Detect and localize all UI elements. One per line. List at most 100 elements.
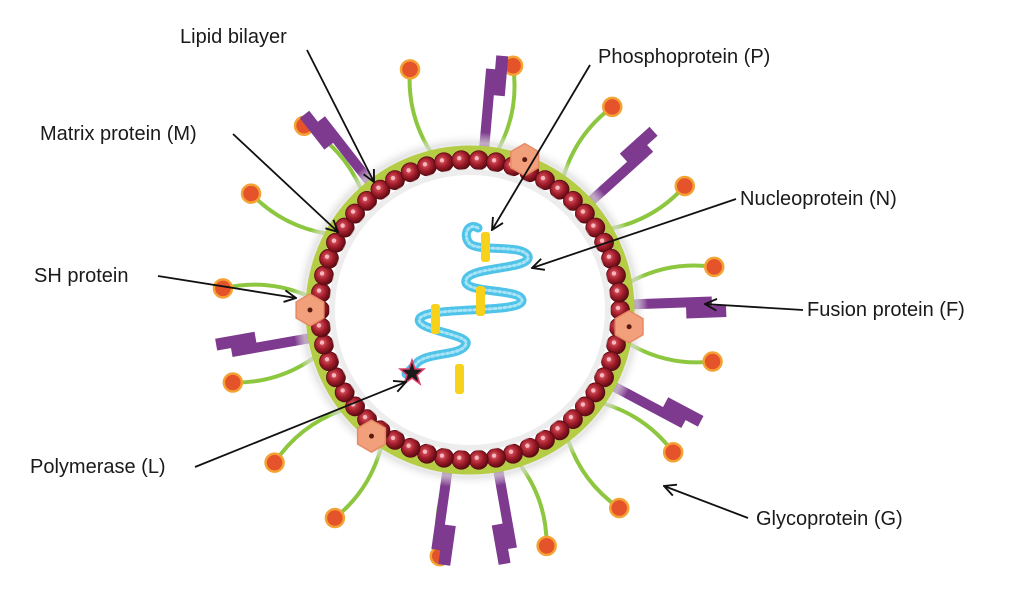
fusion-protein-stem <box>612 382 687 429</box>
matrix-protein-bead <box>434 447 454 468</box>
leader-fusion-protein <box>705 304 804 310</box>
fusion-protein-layer <box>215 55 727 566</box>
leader-phosphoprotein <box>492 64 591 230</box>
fusion-protein-stem <box>493 470 517 550</box>
fusion-protein <box>215 331 310 357</box>
label-matrix-protein: Matrix protein (M) <box>40 123 197 145</box>
matrix-protein-bead-highlight <box>331 373 337 378</box>
matrix-protein-bead <box>606 265 626 286</box>
matrix-protein-bead <box>549 420 570 441</box>
leader-lines <box>157 49 804 519</box>
matrix-protein-bead-highlight <box>362 414 368 420</box>
glycoprotein-head <box>703 256 725 278</box>
matrix-protein-bead <box>585 382 606 403</box>
matrix-protein-bead-highlight <box>390 435 396 441</box>
fusion-protein-head <box>215 331 257 351</box>
glycoprotein-head <box>264 452 285 473</box>
matrix-protein-bead <box>535 170 555 190</box>
fusion-protein <box>491 470 517 565</box>
matrix-protein-bead-highlight <box>406 443 411 448</box>
nucleocapsid <box>397 222 533 394</box>
matrix-protein-bead-highlight <box>491 453 497 458</box>
fusion-protein-head <box>299 110 334 150</box>
glycoprotein-head <box>240 183 262 204</box>
fusion-protein-head <box>686 305 727 319</box>
matrix-protein-bead-highlight <box>606 357 612 362</box>
leader-lipid-bilayer <box>306 49 374 182</box>
matrix-protein-bead <box>357 190 377 211</box>
matrix-protein-bead <box>549 179 570 200</box>
matrix-protein-bead-highlight <box>422 449 428 454</box>
fusion-protein <box>431 471 456 566</box>
fusion-protein-stem <box>588 144 654 204</box>
matrix-protein-bead-highlight <box>324 254 330 259</box>
glycoprotein-head <box>212 278 234 299</box>
matrix-protein-bead-highlight <box>474 455 479 460</box>
matrix-protein-bead <box>385 170 405 190</box>
fusion-protein-stem <box>479 68 497 148</box>
matrix-protein-bead-highlight <box>422 162 428 167</box>
label-glycoprotein: Glycoprotein (G) <box>756 508 903 530</box>
matrix-protein-bead <box>417 156 437 177</box>
label-nucleoprotein: Nucleoprotein (N) <box>740 188 897 210</box>
matrix-protein-bead <box>563 190 583 211</box>
fusion-protein-head <box>438 524 456 566</box>
matrix-protein-bead-highlight <box>525 443 530 448</box>
fusion-protein-head <box>619 126 658 163</box>
matrix-protein-bead-highlight <box>555 426 560 431</box>
matrix-protein-bead <box>451 150 472 171</box>
leader-matrix-protein <box>232 133 338 232</box>
matrix-protein-bead-highlight <box>406 168 411 173</box>
glycoprotein-head <box>399 59 421 80</box>
matrix-protein-bead <box>451 449 472 470</box>
sh-protein-core <box>522 157 528 163</box>
fusion-protein-head <box>492 55 509 97</box>
fusion-protein-stem <box>431 471 453 551</box>
matrix-protein-bead <box>400 437 421 458</box>
matrix-protein-bead <box>486 447 506 468</box>
matrix-protein-bead-highlight <box>474 156 479 161</box>
matrix-protein-bead-highlight <box>580 402 586 407</box>
fusion-protein-head <box>662 397 704 427</box>
matrix-protein-bead-highlight <box>376 185 381 190</box>
matrix-protein-bead-highlight <box>555 185 560 190</box>
matrix-protein-bead-highlight <box>439 158 445 163</box>
matrix-protein-bead <box>535 430 555 450</box>
label-polymerase: Polymerase (L) <box>30 456 166 478</box>
matrix-protein-bead-highlight <box>591 223 596 228</box>
matrix-protein-bead <box>585 217 606 238</box>
matrix-protein-bead <box>434 152 454 173</box>
glycoprotein-head <box>222 372 244 393</box>
matrix-protein-bead-highlight <box>316 323 322 328</box>
glycoprotein-head <box>324 507 346 529</box>
polymerase-star-icon <box>397 357 427 387</box>
glycoprotein-head <box>674 175 696 197</box>
matrix-protein-bead-highlight <box>331 238 337 243</box>
glycoprotein-head <box>702 351 723 372</box>
fusion-protein-stem <box>317 116 373 184</box>
leader-glycoprotein <box>664 486 749 519</box>
phosphoprotein-mark <box>431 304 440 334</box>
matrix-protein-bead-highlight <box>606 254 612 259</box>
matrix-protein-bead-highlight <box>568 196 574 202</box>
matrix-protein-bead <box>609 282 629 303</box>
matrix-protein-bead-highlight <box>599 238 605 243</box>
label-phosphoprotein: Phosphoprotein (P) <box>598 46 771 68</box>
fusion-protein <box>588 126 658 204</box>
matrix-protein-bead-highlight <box>491 158 497 163</box>
matrix-protein-bead <box>314 334 334 355</box>
glycoprotein-head <box>536 535 557 557</box>
matrix-protein-bead-highlight <box>568 414 574 420</box>
matrix-protein-bead-highlight <box>457 455 462 460</box>
fusion-protein-stem <box>230 333 310 357</box>
phosphoprotein-mark <box>481 232 490 262</box>
glycoprotein-head <box>609 497 630 519</box>
matrix-protein-bead-highlight <box>319 271 325 276</box>
matrix-protein-bead-highlight <box>580 209 586 214</box>
matrix-protein-bead-highlight <box>350 209 356 214</box>
matrix-protein-bead-highlight <box>615 305 621 311</box>
matrix-protein-bead <box>319 351 339 372</box>
matrix-protein-bead <box>601 248 621 269</box>
interior-shadow <box>329 169 611 451</box>
matrix-protein-bead-highlight <box>614 288 620 293</box>
